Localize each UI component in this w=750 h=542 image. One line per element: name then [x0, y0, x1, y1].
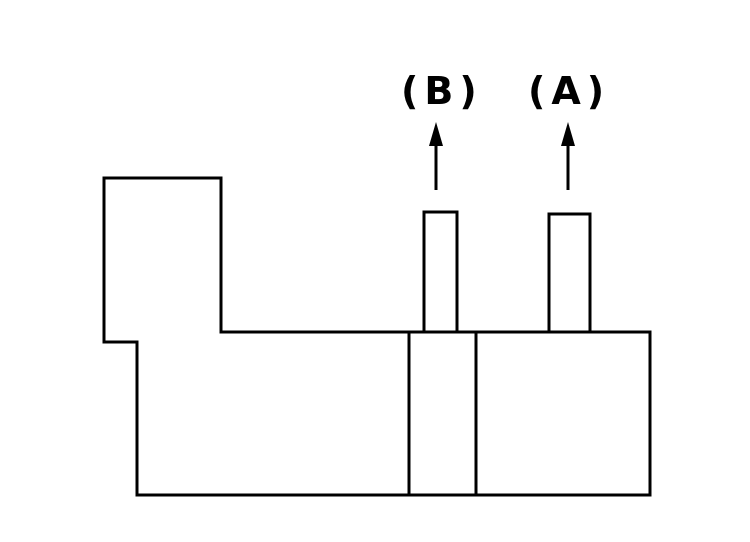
- base-body-outline: [102, 176, 652, 497]
- arrow-a-icon: [561, 122, 575, 190]
- arrow-b-icon: [429, 122, 443, 190]
- pin-b: [422, 210, 459, 334]
- label-b: (B): [401, 69, 483, 113]
- pin-a: [547, 212, 592, 334]
- label-a: (A): [528, 69, 610, 113]
